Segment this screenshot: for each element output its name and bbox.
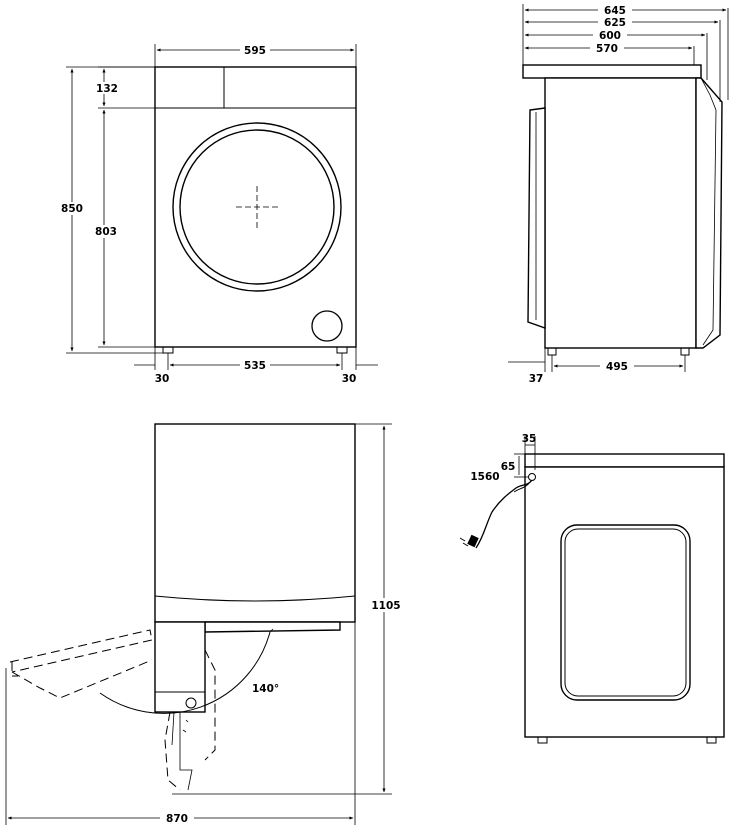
door-center-mark xyxy=(236,186,278,228)
top-door-hinge xyxy=(154,621,206,713)
depth-600-label: 600 xyxy=(599,30,621,42)
filter-cap xyxy=(311,310,343,342)
foot-span-label: 535 xyxy=(244,360,266,372)
rear-foot-left xyxy=(537,736,548,744)
rear-cabinet xyxy=(524,466,725,738)
side-door-bulge xyxy=(527,107,546,329)
body-height-label: 803 xyxy=(95,226,117,238)
width-with-door-label: 870 xyxy=(166,813,188,825)
foot-offset-left-label: 30 xyxy=(155,373,170,385)
open-door-outline xyxy=(9,629,153,673)
door-angle-label: 140° xyxy=(252,683,279,695)
rear-offset-35-label: 35 xyxy=(522,433,537,445)
side-foot-front xyxy=(547,347,557,356)
side-foot-offset-label: 37 xyxy=(529,373,544,385)
front-view: 595 132 850 803 535 30 30 xyxy=(60,43,378,385)
side-foot-span-label: 495 xyxy=(606,361,628,373)
door-ring-inner xyxy=(179,129,335,285)
power-cable xyxy=(475,479,533,549)
depth-625-label: 625 xyxy=(604,17,626,29)
top-door-hinge-plate xyxy=(204,621,341,633)
plug-icon xyxy=(459,534,479,548)
door-open-view: 140° 1105 870 xyxy=(5,423,402,825)
side-top-lid xyxy=(522,64,702,79)
rear-foot-right xyxy=(706,736,717,744)
depth-570-label: 570 xyxy=(596,43,618,55)
rear-top-lid xyxy=(524,453,725,468)
panel-height-label: 132 xyxy=(96,83,118,95)
door-hinge-dashed xyxy=(204,649,216,761)
door-swing-arc xyxy=(99,631,271,714)
rear-offset-65-label: 65 xyxy=(501,461,516,473)
side-cabinet xyxy=(544,77,697,349)
foot-right xyxy=(336,346,348,354)
side-view: 645 625 600 570 495 37 xyxy=(508,4,729,385)
height-with-door-label: 1105 xyxy=(371,600,400,612)
foot-left xyxy=(162,346,174,354)
top-hinge-pin xyxy=(185,697,197,709)
total-height-label: 850 xyxy=(61,203,83,215)
cable-length-label: 1560 xyxy=(470,471,499,483)
side-rear-hump xyxy=(695,77,723,349)
side-foot-rear xyxy=(680,347,690,356)
door-ring-outer xyxy=(172,122,342,292)
rear-view: 35 65 1560 xyxy=(459,433,725,744)
depth-645-label: 645 xyxy=(604,5,626,17)
rear-access-panel-outer xyxy=(560,524,691,701)
foot-offset-right-label: 30 xyxy=(342,373,357,385)
rear-access-panel-inner xyxy=(564,528,687,697)
top-cabinet xyxy=(154,423,356,623)
top-front-curve xyxy=(154,595,356,602)
front-width-label: 595 xyxy=(244,45,266,57)
